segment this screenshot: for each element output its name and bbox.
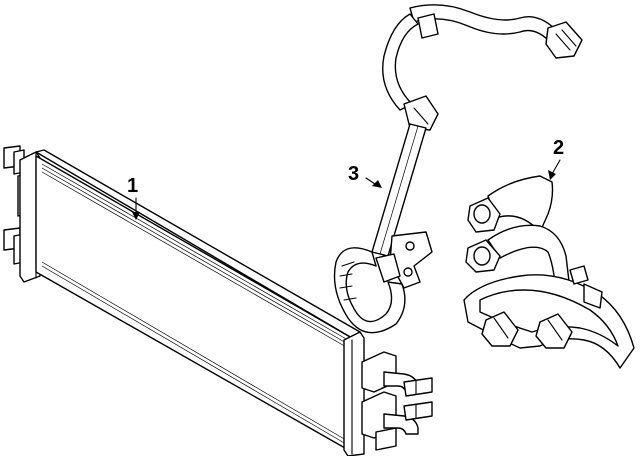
lower-cooler-hose [463,159,635,369]
leader-line-2 [551,159,561,175]
cooler-right-tank [343,331,365,456]
callout-number-1: 1 [127,175,139,197]
oil-cooler [3,145,433,456]
cooler-fitting-lower [361,391,433,451]
callout-number-2: 2 [553,137,565,159]
upper-hose-quick-connector [545,21,583,59]
callout-number-3: 3 [348,163,360,185]
leader-arrow-2 [548,170,556,180]
lower-hose-bottom-connector-left [481,311,519,347]
lower-hose-bottom-connector-right [535,313,573,349]
leader-arrow-3 [372,180,382,188]
cooler-fitting-upper [361,351,433,397]
upper-cooler-hose [333,4,583,334]
leader-arrow-1 [132,212,140,220]
